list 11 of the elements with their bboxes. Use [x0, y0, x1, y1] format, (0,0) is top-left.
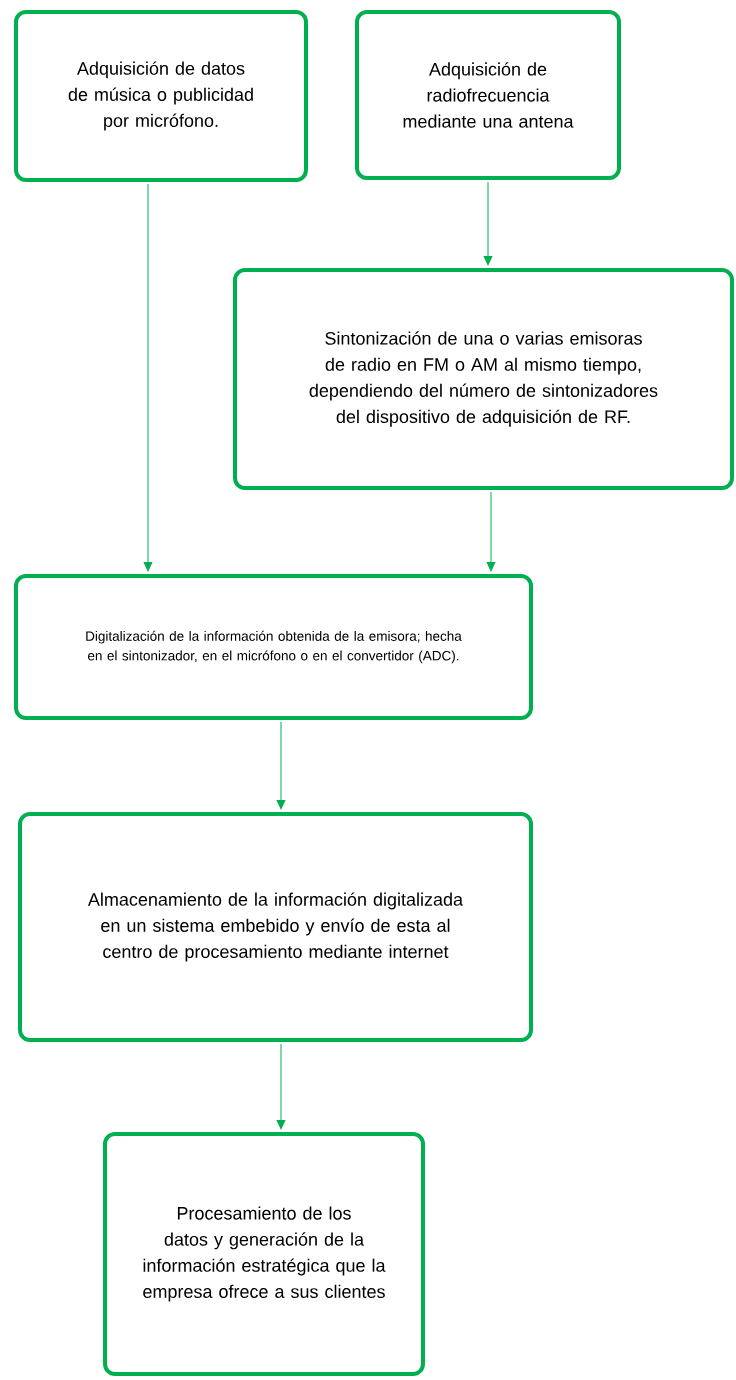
arrow	[486, 491, 496, 572]
process-box: Almacenamiento de la información digitalizada en un sistema embebido y envío de esta al centro de procesamiento mediante internet	[18, 812, 533, 1042]
process-box: Adquisición de radiofrecuencia mediante una antena	[355, 10, 621, 180]
process-box: Digitalización de la información obtenida de la emisora; hecha en el sintonizador, en el micrófono o en el convertidor (ADC).	[14, 574, 533, 720]
process-box: Adquisición de datos de música o publicidad por micrófono.	[14, 10, 308, 182]
arrow	[276, 721, 286, 810]
process-box: Sintonización de una o varias emisoras de radio en FM o AM al mismo tiempo, dependiendo del número de sintonizadores del dispositivo de adquisición de RF.	[233, 268, 734, 490]
process-box: Procesamiento de los datos y generación de la información estratégica que la empresa ofrece a sus clientes	[103, 1132, 425, 1376]
arrow	[143, 183, 153, 572]
arrow	[483, 181, 493, 266]
arrow	[276, 1043, 286, 1130]
